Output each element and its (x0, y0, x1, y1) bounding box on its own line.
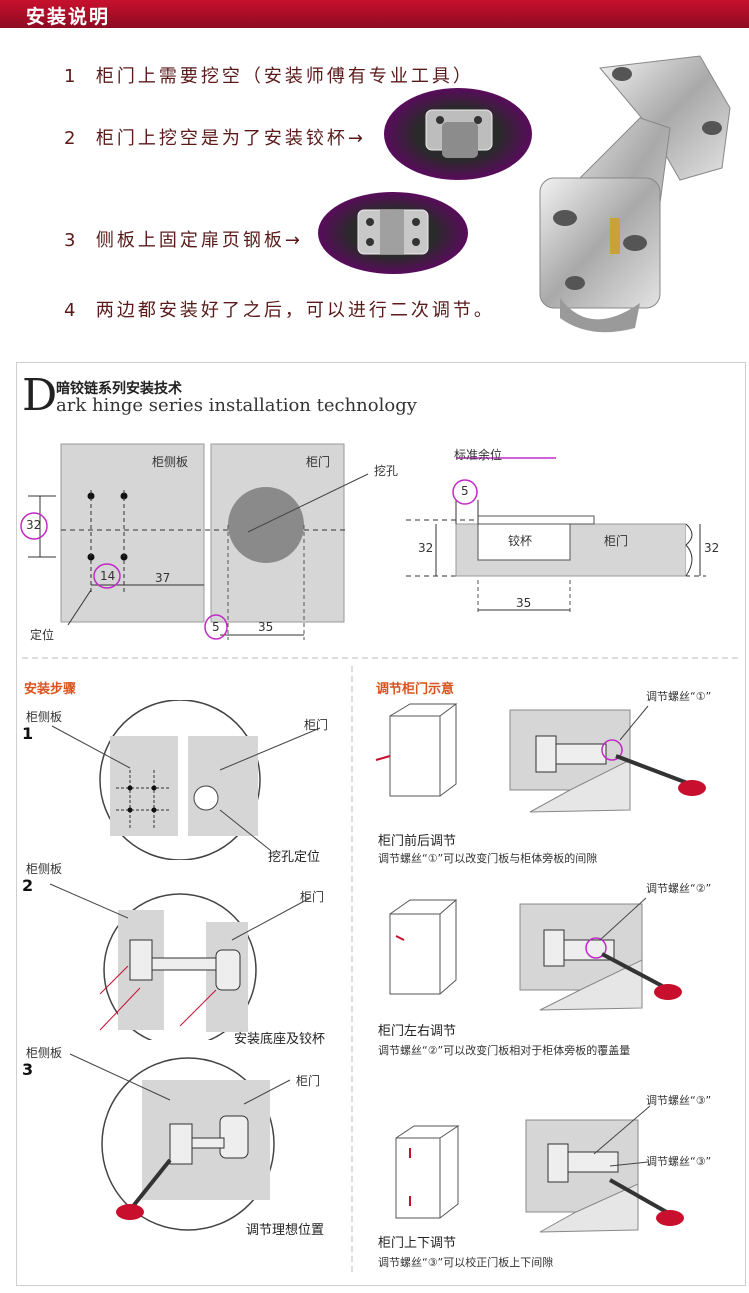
adjust-3-illustration (395, 1105, 684, 1233)
adjust-section-title: 调节柜门示意 (376, 682, 455, 697)
step-text: 柜门上挖空是为了安装铰杯→ (95, 128, 366, 149)
label-side-panel: 柜侧板 (152, 455, 189, 469)
label-door: 柜门 (306, 455, 331, 469)
install-section-title: 安装步骤 (24, 682, 77, 697)
header-bar (0, 0, 749, 28)
a3-screw-a: 调节螺丝“③” (646, 1094, 712, 1107)
a1-title: 柜门前后调节 (378, 834, 457, 849)
dim-c32a: 32 (418, 541, 434, 555)
step-text: 两边都安装好了之后，可以进行二次调节。 (95, 300, 495, 321)
s1-num: 1 (22, 724, 34, 743)
step-num: 3 (64, 230, 79, 251)
s2-door: 柜门 (300, 890, 325, 904)
a2-screw: 调节螺丝“②” (646, 882, 712, 895)
screw-holes (87, 490, 128, 595)
label-position: 定位 (30, 628, 55, 642)
hinge-cup-photo (384, 88, 532, 180)
c5-circle (452, 479, 478, 505)
a3-screw-b: 调节螺丝“③” (646, 1155, 712, 1168)
mount-plate-icon (357, 209, 429, 255)
dim-32: 32 (26, 518, 42, 532)
step-4: 4 两边都安装好了之后，可以进行二次调节。 (64, 296, 495, 322)
s3-door: 柜门 (296, 1074, 321, 1088)
install-step-3-illustration (69, 1053, 291, 1231)
diagram-title-cn: 暗铰链系列安装技术 (56, 381, 182, 397)
a2-desc: 调节螺丝“②”可以改变门板相对于柜体旁板的覆盖量 (378, 1044, 631, 1057)
label-door-section: 柜门 (604, 534, 629, 548)
s1-door: 柜门 (304, 718, 329, 732)
title-letter: D (22, 370, 58, 421)
a2-title: 柜门左右调节 (378, 1024, 457, 1039)
divider (22, 657, 738, 659)
dim-5: 5 (212, 620, 220, 634)
adjust-1-illustration (375, 703, 706, 813)
label-std-margin: 标准余位 (454, 448, 503, 462)
vertical-divider (351, 666, 353, 1276)
s1-side: 柜侧板 (26, 710, 63, 724)
step-1: 1 柜门上需要挖空（安装师傅有专业工具） (64, 62, 474, 88)
install-step-1-illustration (51, 700, 321, 860)
label-hole: 挖孔 (374, 464, 399, 478)
dim-32-circle (20, 512, 48, 540)
mount-plate-photo (318, 192, 468, 274)
dim-c32b: 32 (704, 541, 720, 555)
s2-side: 柜侧板 (26, 862, 63, 876)
side-panel-shape (60, 443, 205, 623)
s2-caption: 安装底座及铰杯 (234, 1032, 326, 1047)
a1-desc: 调节螺丝“①”可以改变门板与柜体旁板的间隙 (378, 852, 598, 865)
dimension-drawing (20, 443, 706, 640)
cup-hole-circle (228, 487, 304, 563)
hole-leader-line (247, 473, 369, 533)
step-num: 2 (64, 128, 79, 149)
label-cup: 铰杯 (508, 534, 533, 548)
diagram-title-en: ark hinge series installation technology (56, 395, 417, 416)
a3-desc: 调节螺丝“③”可以校正门板上下间隙 (378, 1256, 554, 1269)
dim-14-circle (93, 563, 121, 589)
a1-screw: 调节螺丝“①” (646, 690, 712, 703)
s3-side: 柜侧板 (26, 1046, 63, 1060)
dim-14: 14 (100, 569, 116, 583)
cup-section-shape (477, 523, 571, 561)
step-3: 3 侧板上固定扉页钢板→ (64, 226, 303, 252)
dim-35: 35 (258, 620, 274, 634)
s1-caption: 挖孔定位 (268, 850, 321, 865)
adjust-2-illustration (389, 897, 682, 1011)
step-2: 2 柜门上挖空是为了安装铰杯→ (64, 124, 366, 150)
dim-c5: 5 (461, 484, 469, 498)
s2-num: 2 (22, 876, 34, 895)
dim-37: 37 (155, 571, 171, 585)
header-title: 安装说明 (26, 6, 111, 28)
step-text: 柜门上需要挖空（安装师傅有专业工具） (95, 66, 474, 87)
s3-num: 3 (22, 1060, 34, 1079)
dim-5-circle (204, 614, 228, 640)
step-num: 4 (64, 300, 79, 321)
s3-caption: 调节理想位置 (246, 1223, 325, 1238)
install-step-2-illustration (49, 883, 311, 1040)
a3-title: 柜门上下调节 (378, 1236, 457, 1251)
step-num: 1 (64, 66, 79, 87)
dim-c35: 35 (516, 596, 532, 610)
hinge-product-image (539, 55, 731, 333)
step-text: 侧板上固定扉页钢板→ (95, 230, 303, 251)
hinge-cup-icon (425, 109, 493, 158)
